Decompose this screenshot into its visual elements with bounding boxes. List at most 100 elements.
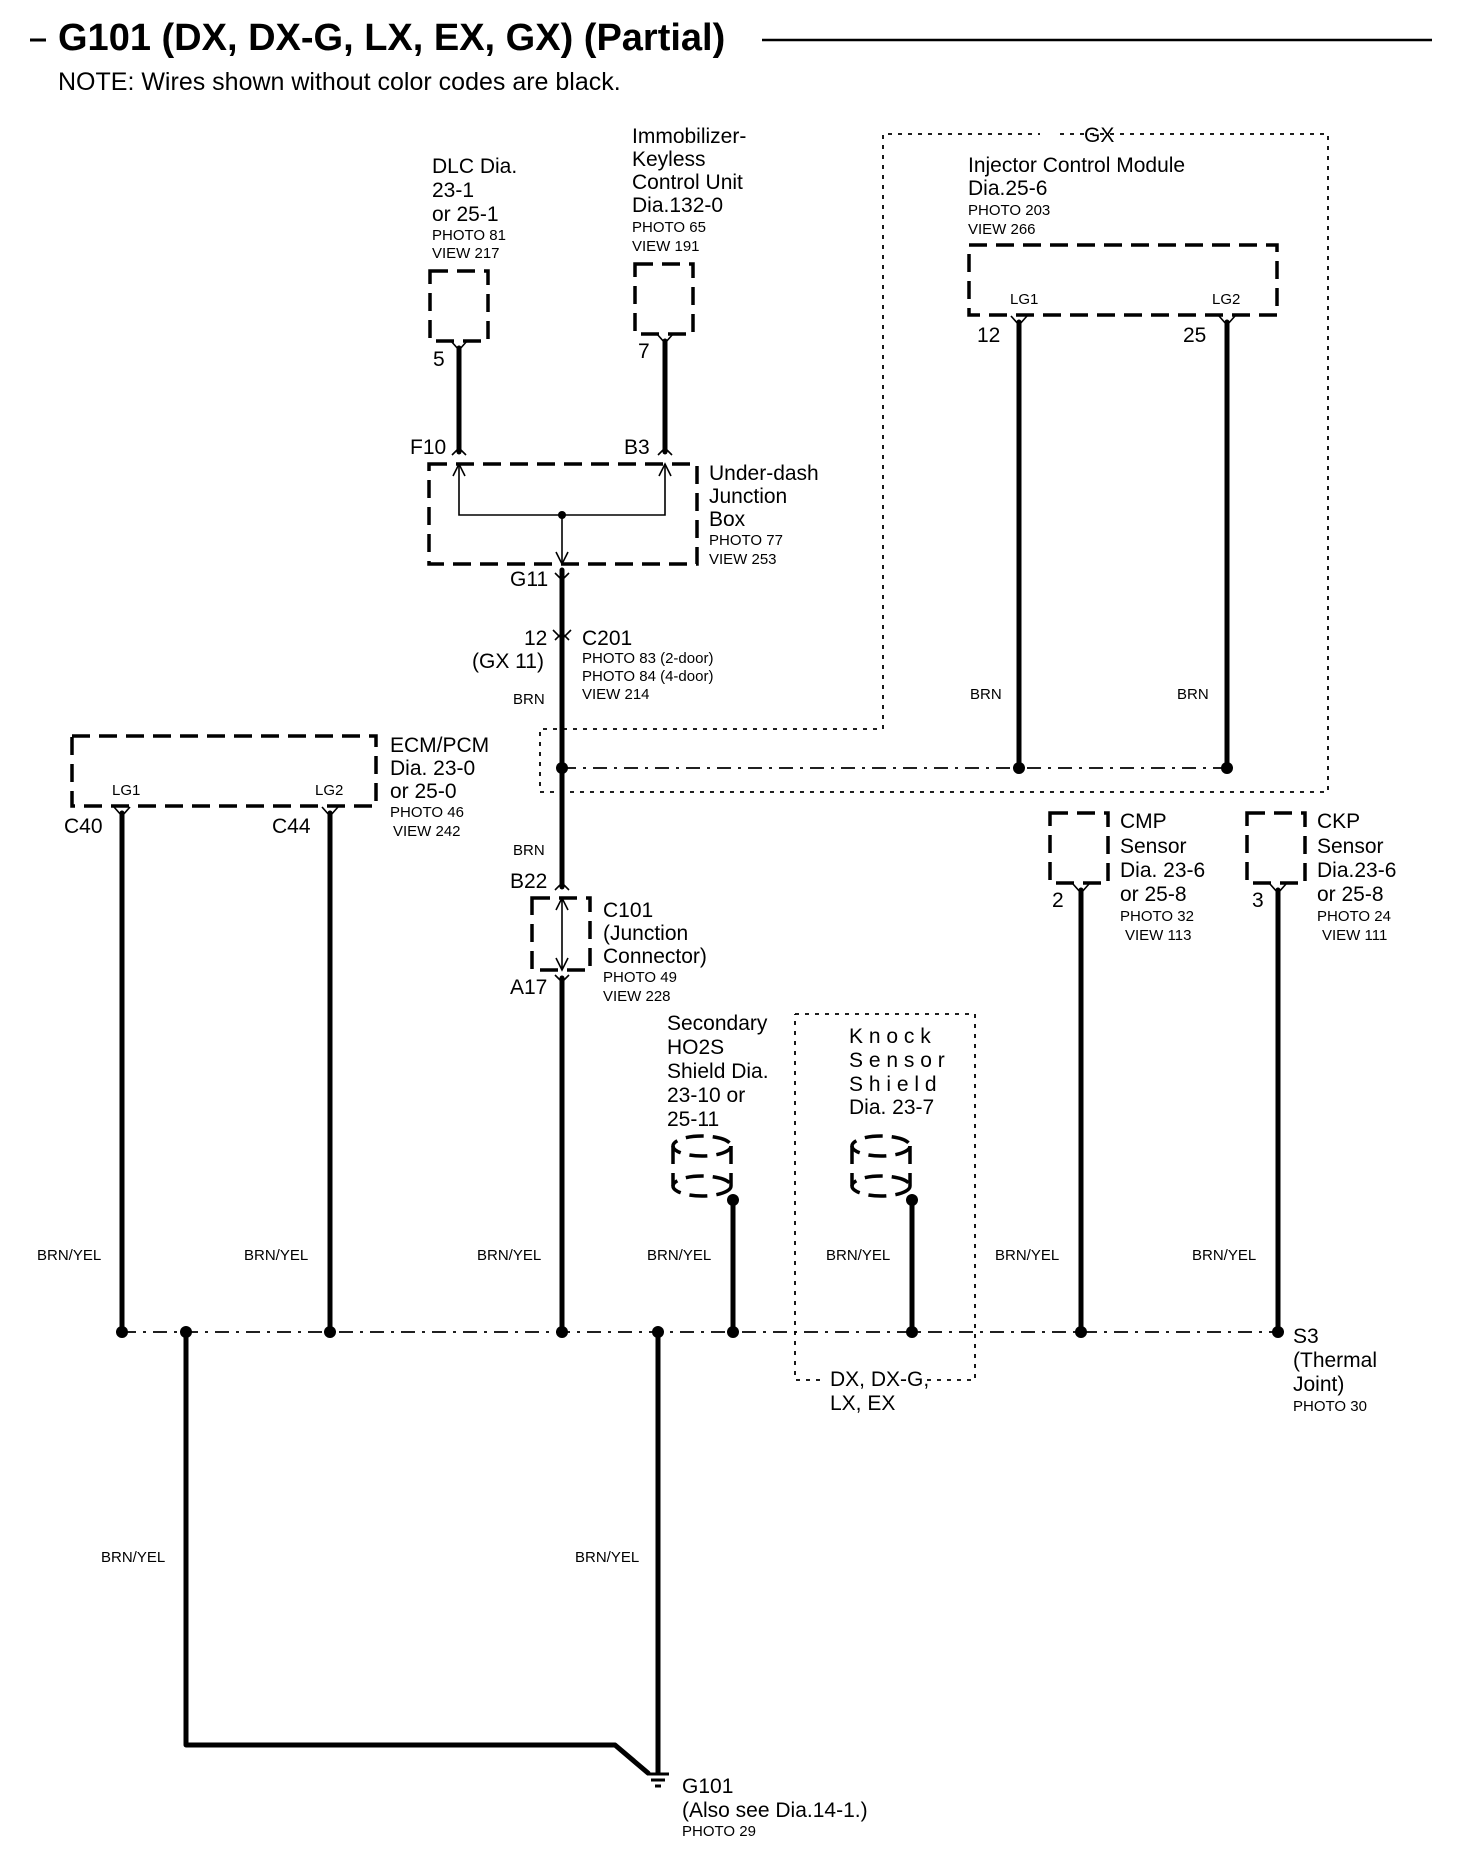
wire-color-brn-3: BRN (970, 686, 1002, 703)
immobilizer-unit: Immobilizer- Keyless Control Unit Dia.13… (632, 125, 746, 363)
injector-pin-25: 25 (1183, 324, 1206, 347)
knock-region: K n o c k S e n s o r S h i e l d Dia. 2… (794, 1013, 976, 1415)
junction-pin-f10: F10 (410, 436, 446, 459)
c201-photo-2door: PHOTO 83 (2-door) (582, 650, 713, 667)
dlc-pin: 5 (433, 348, 445, 371)
wire-color-brnyel-4: BRN/YEL (647, 1247, 711, 1264)
ecm-term-lg1: LG1 (112, 782, 140, 799)
ecm-pin-c44: C44 (272, 815, 311, 838)
junction-box: F10 B3 Under-dash Junction Box PHOTO 77 … (410, 436, 819, 591)
s3-label-2: (Thermal (1293, 1349, 1377, 1372)
wire-color-brnyel-6: BRN/YEL (995, 1247, 1059, 1264)
c201-gx-pin: (GX 11) (472, 650, 544, 673)
wire-color-labels: BRN BRN BRN BRN BRN/YEL BRN/YEL BRN/YEL … (37, 686, 1256, 1566)
cmp-pin: 2 (1052, 889, 1064, 912)
g101-ground: G101 (Also see Dia.14-1.) PHOTO 29 (647, 1772, 868, 1840)
junction-photo: PHOTO 77 (709, 532, 783, 549)
wire-color-brn-2: BRN (513, 842, 545, 859)
wire-color-brn-1: BRN (513, 691, 545, 708)
ho2s-shield-icon (671, 1134, 733, 1198)
immobilizer-label-1: Immobilizer- (632, 125, 746, 148)
knock-label-1: K n o c k (849, 1025, 931, 1048)
c201-pin: 12 (524, 627, 547, 650)
injector-photo: PHOTO 203 (968, 202, 1050, 219)
wire-color-brnyel-2: BRN/YEL (244, 1247, 308, 1264)
cmp-label-4: or 25-8 (1120, 883, 1187, 906)
c201-connector: 12 (GX 11) C201 PHOTO 83 (2-door) PHOTO … (472, 627, 713, 703)
ecm-label-1: ECM/PCM (390, 734, 489, 757)
c201-photo-4door: PHOTO 84 (4-door) (582, 668, 713, 685)
ckp-label-1: CKP (1317, 810, 1360, 833)
s3-label-3: Joint) (1293, 1373, 1344, 1396)
ckp-sensor: CKP Sensor Dia.23-6 or 25-8 PHOTO 24 VIE… (1245, 810, 1396, 944)
knock-shield-icon (850, 1134, 912, 1198)
gx-region-label: GX (1084, 124, 1114, 147)
ho2s-label-1: Secondary (667, 1012, 768, 1035)
wire-color-brnyel-5: BRN/YEL (826, 1247, 890, 1264)
junction-pin-g11: G11 (510, 568, 548, 591)
splice-dots (116, 762, 1284, 1338)
knock-region-label-2: LX, EX (830, 1392, 895, 1415)
c101-view: VIEW 228 (603, 988, 671, 1005)
injector-label-2: Dia.25-6 (968, 177, 1047, 200)
injector-term-lg1: LG1 (1010, 291, 1038, 308)
wire-color-brnyel-9: BRN/YEL (575, 1549, 639, 1566)
c101-label-3: Connector) (603, 945, 707, 968)
c101-label-1: C101 (603, 899, 653, 922)
immobilizer-label-3: Control Unit (632, 171, 743, 194)
cmp-view: VIEW 113 (1125, 927, 1191, 944)
immobilizer-label-4: Dia.132-0 (632, 194, 723, 217)
knock-label-3: S h i e l d (849, 1073, 937, 1096)
ecm-pin-c40: C40 (64, 815, 103, 838)
ecm-view: VIEW 242 (393, 823, 461, 840)
c101-pin-b22: B22 (510, 870, 547, 893)
immobilizer-label-2: Keyless (632, 148, 706, 171)
dlc-label-3: or 25-1 (432, 203, 499, 226)
cmp-label-1: CMP (1120, 810, 1167, 833)
g101-label-2: (Also see Dia.14-1.) (682, 1799, 868, 1822)
cmp-label-2: Sensor (1120, 835, 1187, 858)
wire-color-brnyel-8: BRN/YEL (101, 1549, 165, 1566)
junction-label-2: Junction (709, 485, 787, 508)
page-title: G101 (DX, DX-G, LX, EX, GX) (Partial) (58, 17, 725, 59)
c101-connector: B22 C101 (Junction Connector) PHOTO 49 V… (510, 870, 707, 1005)
ckp-label-2: Sensor (1317, 835, 1384, 858)
ckp-view: VIEW 111 (1322, 927, 1387, 944)
ho2s-label-2: HO2S (667, 1036, 724, 1059)
page-note: NOTE: Wires shown without color codes ar… (58, 68, 621, 96)
ho2s-label-5: 25-11 (667, 1108, 719, 1131)
dlc-connector: DLC Dia. 23-1 or 25-1 PHOTO 81 VIEW 217 … (428, 155, 517, 371)
g101-photo: PHOTO 29 (682, 1823, 756, 1840)
junction-label-3: Box (709, 508, 746, 531)
dlc-photo: PHOTO 81 (432, 227, 506, 244)
ecm-photo: PHOTO 46 (390, 804, 464, 821)
wire-color-brnyel-7: BRN/YEL (1192, 1247, 1256, 1264)
injector-view: VIEW 266 (968, 221, 1036, 238)
immobilizer-photo: PHOTO 65 (632, 219, 706, 236)
ecm-term-lg2: LG2 (315, 782, 343, 799)
injector-term-lg2: LG2 (1212, 291, 1240, 308)
cmp-sensor: CMP Sensor Dia. 23-6 or 25-8 PHOTO 32 VI… (1048, 810, 1205, 944)
s3-thermal-joint: S3 (Thermal Joint) PHOTO 30 (1293, 1325, 1377, 1415)
c101-pin-a17: A17 (510, 976, 547, 999)
ho2s-label-3: Shield Dia. (667, 1060, 769, 1083)
junction-pin-b3: B3 (624, 436, 650, 459)
ecm-pcm-module: LG1 LG2 ECM/PCM Dia. 23-0 or 25-0 PHOTO … (64, 734, 489, 840)
dlc-label-1: DLC Dia. (432, 155, 517, 178)
wires (113, 315, 1287, 1776)
junction-view: VIEW 253 (709, 551, 777, 568)
immobilizer-view: VIEW 191 (632, 238, 700, 255)
dlc-label-2: 23-1 (432, 179, 474, 202)
knock-label-4: Dia. 23-7 (849, 1096, 934, 1119)
wire-color-brnyel-1: BRN/YEL (37, 1247, 101, 1264)
junction-label-1: Under-dash (709, 462, 819, 485)
ecm-label-3: or 25-0 (390, 780, 457, 803)
knock-label-2: S e n s o r (849, 1049, 945, 1072)
c201-view: VIEW 214 (582, 686, 650, 703)
injector-control-module: Injector Control Module Dia.25-6 PHOTO 2… (967, 154, 1279, 347)
immobilizer-pin: 7 (638, 340, 650, 363)
ground-icon (647, 1772, 669, 1788)
dlc-view: VIEW 217 (432, 245, 500, 262)
s3-photo: PHOTO 30 (1293, 1398, 1367, 1415)
